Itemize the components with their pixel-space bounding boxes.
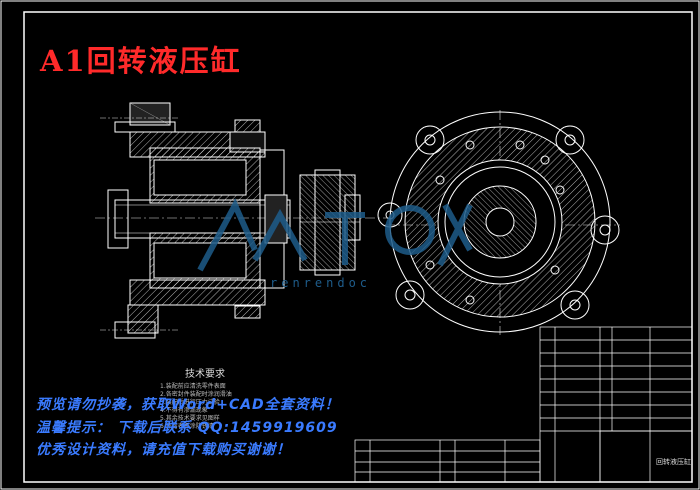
coupling-view — [299, 169, 361, 276]
promo-line-3: 优秀设计资料，请充值下载购买谢谢！ — [36, 442, 291, 458]
tech-requirement-item: 1.装配前应清洗零件表面 — [160, 383, 226, 390]
tech-requirement-item: 4.不得有渗漏现象 — [160, 407, 208, 414]
watermark-text: renrendoc — [270, 276, 372, 290]
tech-requirement-item: 2.各密封件装配时涂润滑油 — [160, 391, 232, 398]
tech-requirement-item: 6.外露表面涂防锈漆 — [160, 423, 214, 430]
watermark-logo — [197, 198, 473, 272]
promo-line-1: 预览请勿抄袭，获取Word+CAD全套资料！ — [36, 397, 340, 413]
section-view — [95, 102, 390, 339]
tech-requirements-title: 技术要求 — [185, 369, 225, 380]
drawing-title: A1回转液压缸 — [40, 44, 242, 78]
tech-requirement-item: 3.装配后进行压力试验 — [160, 399, 220, 406]
tech-requirement-item: 5.其余技术要求见图样 — [160, 415, 220, 422]
promo-line-2: 温馨提示： 下载后联系 QQ:1459919609 — [36, 420, 338, 436]
tech-requirements-list: 1.装配前应清洗零件表面 2.各密封件装配时涂润滑油 3.装配后进行压力试验 4… — [160, 383, 310, 431]
title-block-name: 回转液压缸 — [656, 458, 691, 466]
title-block — [354, 326, 693, 483]
end-view — [377, 110, 620, 335]
